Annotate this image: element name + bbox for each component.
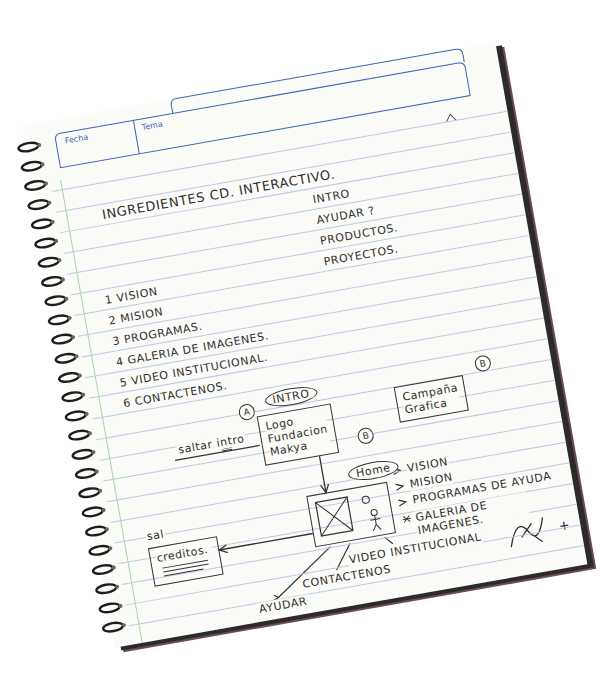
binding-hole: [40, 162, 45, 167]
spiral-coil: [86, 525, 107, 536]
flow-arrow: [320, 456, 326, 492]
spiral-coil: [18, 141, 39, 152]
binding-hole: [50, 220, 55, 225]
binding-hole: [37, 143, 42, 148]
handwritten-note: saltar intro: [176, 432, 246, 457]
binding-hole: [78, 373, 83, 378]
spiral-coil: [75, 468, 96, 479]
header-field: Tema: [140, 119, 164, 132]
node-text: Logo Fundacion Makya: [264, 410, 331, 460]
binding-hole: [71, 335, 76, 340]
spiral-coil: [48, 314, 69, 325]
binding-hole: [118, 604, 123, 609]
spiral-coil: [45, 295, 66, 306]
menu-item: AYUDAR: [257, 594, 309, 616]
spiral-coil: [52, 333, 73, 344]
ruled-line: [56, 132, 511, 212]
spiral-coil: [69, 429, 90, 440]
text-hatch: [163, 560, 210, 576]
ruled-line: [74, 235, 529, 315]
box-outline: [306, 482, 396, 547]
binding-hole: [105, 527, 110, 532]
binding-hole: [47, 200, 52, 205]
notebook-page: FechaTemaINGREDIENTES CD. INTERACTIVO.1 …: [23, 42, 588, 647]
flow-arrow: [219, 534, 313, 550]
callout-letter: B: [356, 427, 375, 446]
menu-item: VIDEO INSTITUCIONAL: [347, 530, 484, 567]
binding-hole: [54, 239, 59, 244]
stick-figure: [370, 515, 382, 532]
handwritten-title: INGREDIENTES CD. INTERACTIVO.: [100, 166, 337, 223]
box-outline: Campaña Grafica: [394, 375, 469, 423]
spiral-coil: [62, 391, 83, 402]
ruled-line: [82, 277, 537, 357]
connector-layer: [23, 42, 588, 647]
spiral-coil: [55, 353, 76, 364]
ruled-line: [78, 256, 533, 336]
image-placeholder: [316, 497, 353, 536]
node-text: creditos.: [156, 542, 213, 565]
binding-hole: [111, 565, 116, 570]
figure-head: [371, 509, 378, 516]
header-field: Fecha: [63, 132, 90, 146]
binding-hole: [122, 623, 127, 628]
page-decoration: [23, 42, 588, 647]
image-cross: [316, 497, 353, 536]
callout-letter: A: [238, 403, 257, 422]
spiral-coil: [31, 218, 52, 229]
ruled-line: [104, 401, 559, 481]
menu-arrow-marks: [393, 467, 406, 506]
ruled-line: [115, 463, 570, 543]
binding-hole: [88, 431, 93, 436]
ruled-line: [89, 318, 544, 398]
ruled-line: [85, 297, 540, 377]
spiral-coil: [35, 237, 56, 248]
header-divider: [133, 120, 139, 153]
spiral-coil: [38, 257, 59, 268]
icon-dot: [362, 496, 370, 504]
header-frame: [55, 62, 471, 168]
binding-hole: [74, 354, 79, 359]
spiral-coil: [92, 564, 113, 575]
spiral-coil: [103, 621, 124, 632]
binding-hole: [101, 508, 106, 513]
spiral-coil: [42, 276, 63, 287]
node-heading: sal: [145, 527, 166, 543]
menu-star-mark: [402, 515, 411, 522]
binding-hole: [57, 258, 62, 263]
binding-hole: [81, 392, 86, 397]
spiral-coil: [82, 506, 103, 517]
binding-hole: [67, 316, 72, 321]
binding-hole: [84, 412, 89, 417]
ruled-line: [125, 525, 580, 605]
box-outline: creditos.: [148, 536, 224, 587]
spiral-coil: [25, 180, 46, 191]
ruled-line: [60, 153, 515, 233]
binding-hole: [44, 181, 49, 186]
margin-line: [61, 180, 143, 643]
spiral-coil: [65, 410, 86, 421]
binding-hole: [108, 546, 113, 551]
binding-hole: [64, 296, 69, 301]
spiral-coil: [89, 545, 110, 556]
binding-hole: [98, 488, 103, 493]
ruled-line: [71, 215, 526, 295]
spiral-coil: [59, 372, 80, 383]
spiral-coil: [79, 487, 100, 498]
spiral-coil: [96, 583, 117, 594]
binding-hole: [115, 584, 120, 589]
node-text: Campaña Grafica: [401, 381, 461, 417]
spiral-coil: [28, 199, 49, 210]
binding-hole: [61, 277, 66, 282]
spiral-coil: [72, 449, 93, 460]
screen-sketch: [309, 484, 394, 545]
spiral-coil: [21, 161, 42, 172]
box-outline: Logo Fundacion Makya: [257, 404, 339, 466]
spiral-coil: [99, 602, 120, 613]
binding-hole: [91, 450, 96, 455]
binding-hole: [94, 469, 99, 474]
header-tab: [170, 48, 464, 113]
